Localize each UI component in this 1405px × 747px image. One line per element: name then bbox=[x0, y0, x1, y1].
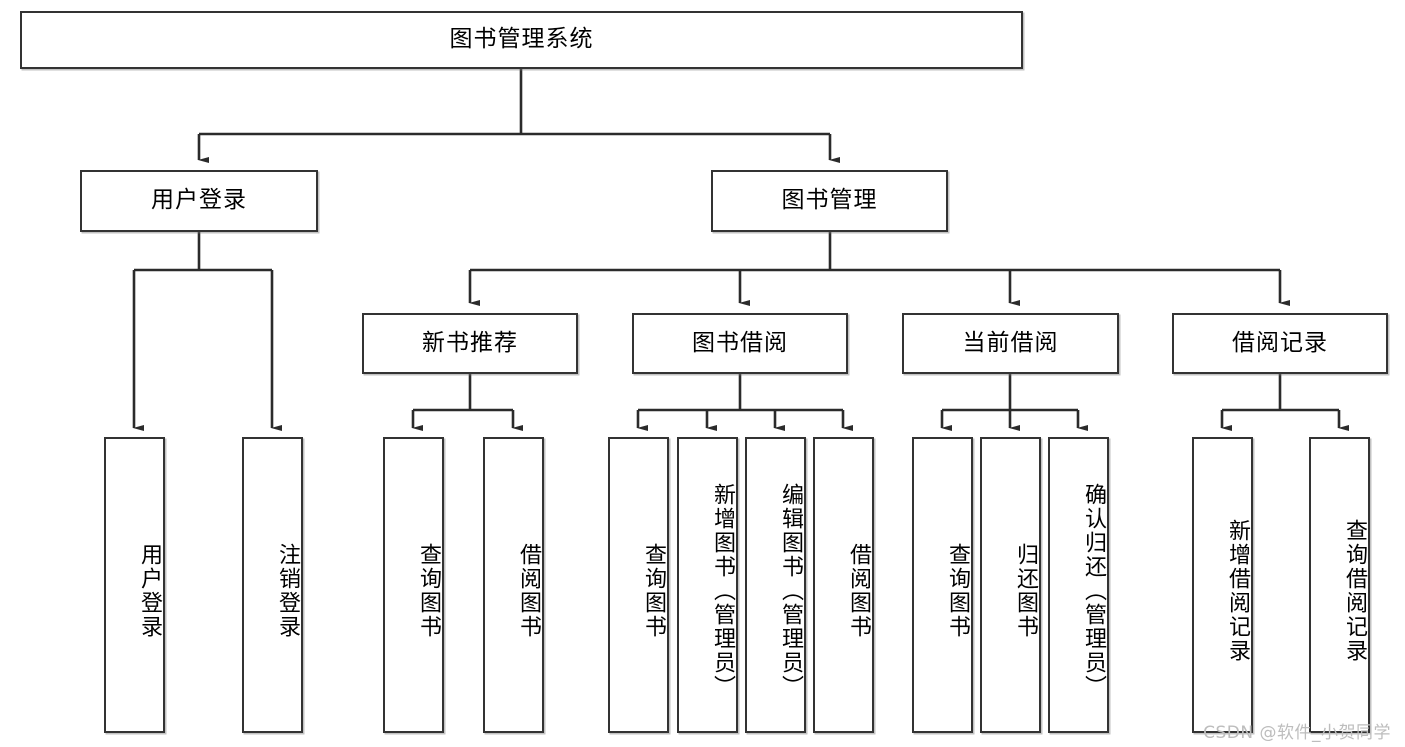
leaf-borrow-book[interactable]: 借阅图书 bbox=[813, 437, 874, 733]
leaf-query-book-recommend[interactable]: 查询图书 bbox=[383, 437, 444, 733]
leaf-logout[interactable]: 注销登录 bbox=[242, 437, 303, 733]
node-root[interactable]: 图书管理系统 bbox=[20, 11, 1023, 69]
node-book-management[interactable]: 图书管理 bbox=[711, 170, 948, 232]
watermark: CSDN @软件_小贺同学 bbox=[1203, 723, 1391, 743]
leaf-edit-book-admin[interactable]: 编辑图书（管理员） bbox=[745, 437, 806, 733]
node-user-login[interactable]: 用户登录 bbox=[80, 170, 318, 232]
leaf-borrow-book-recommend[interactable]: 借阅图书 bbox=[483, 437, 544, 733]
node-current-borrow[interactable]: 当前借阅 bbox=[902, 313, 1119, 374]
leaf-confirm-return-admin[interactable]: 确认归还（管理员） bbox=[1048, 437, 1109, 733]
leaf-add-borrow-record[interactable]: 新增借阅记录 bbox=[1192, 437, 1253, 733]
node-book-borrow[interactable]: 图书借阅 bbox=[632, 313, 848, 374]
node-borrow-record[interactable]: 借阅记录 bbox=[1172, 313, 1388, 374]
leaf-query-borrow-record[interactable]: 查询借阅记录 bbox=[1309, 437, 1370, 733]
node-new-book-recommend[interactable]: 新书推荐 bbox=[362, 313, 578, 374]
leaf-query-book-borrow[interactable]: 查询图书 bbox=[608, 437, 669, 733]
leaf-add-book-admin[interactable]: 新增图书（管理员） bbox=[677, 437, 738, 733]
leaf-query-book-current[interactable]: 查询图书 bbox=[912, 437, 973, 733]
leaf-return-book[interactable]: 归还图书 bbox=[980, 437, 1041, 733]
leaf-user-login[interactable]: 用户登录 bbox=[104, 437, 165, 733]
